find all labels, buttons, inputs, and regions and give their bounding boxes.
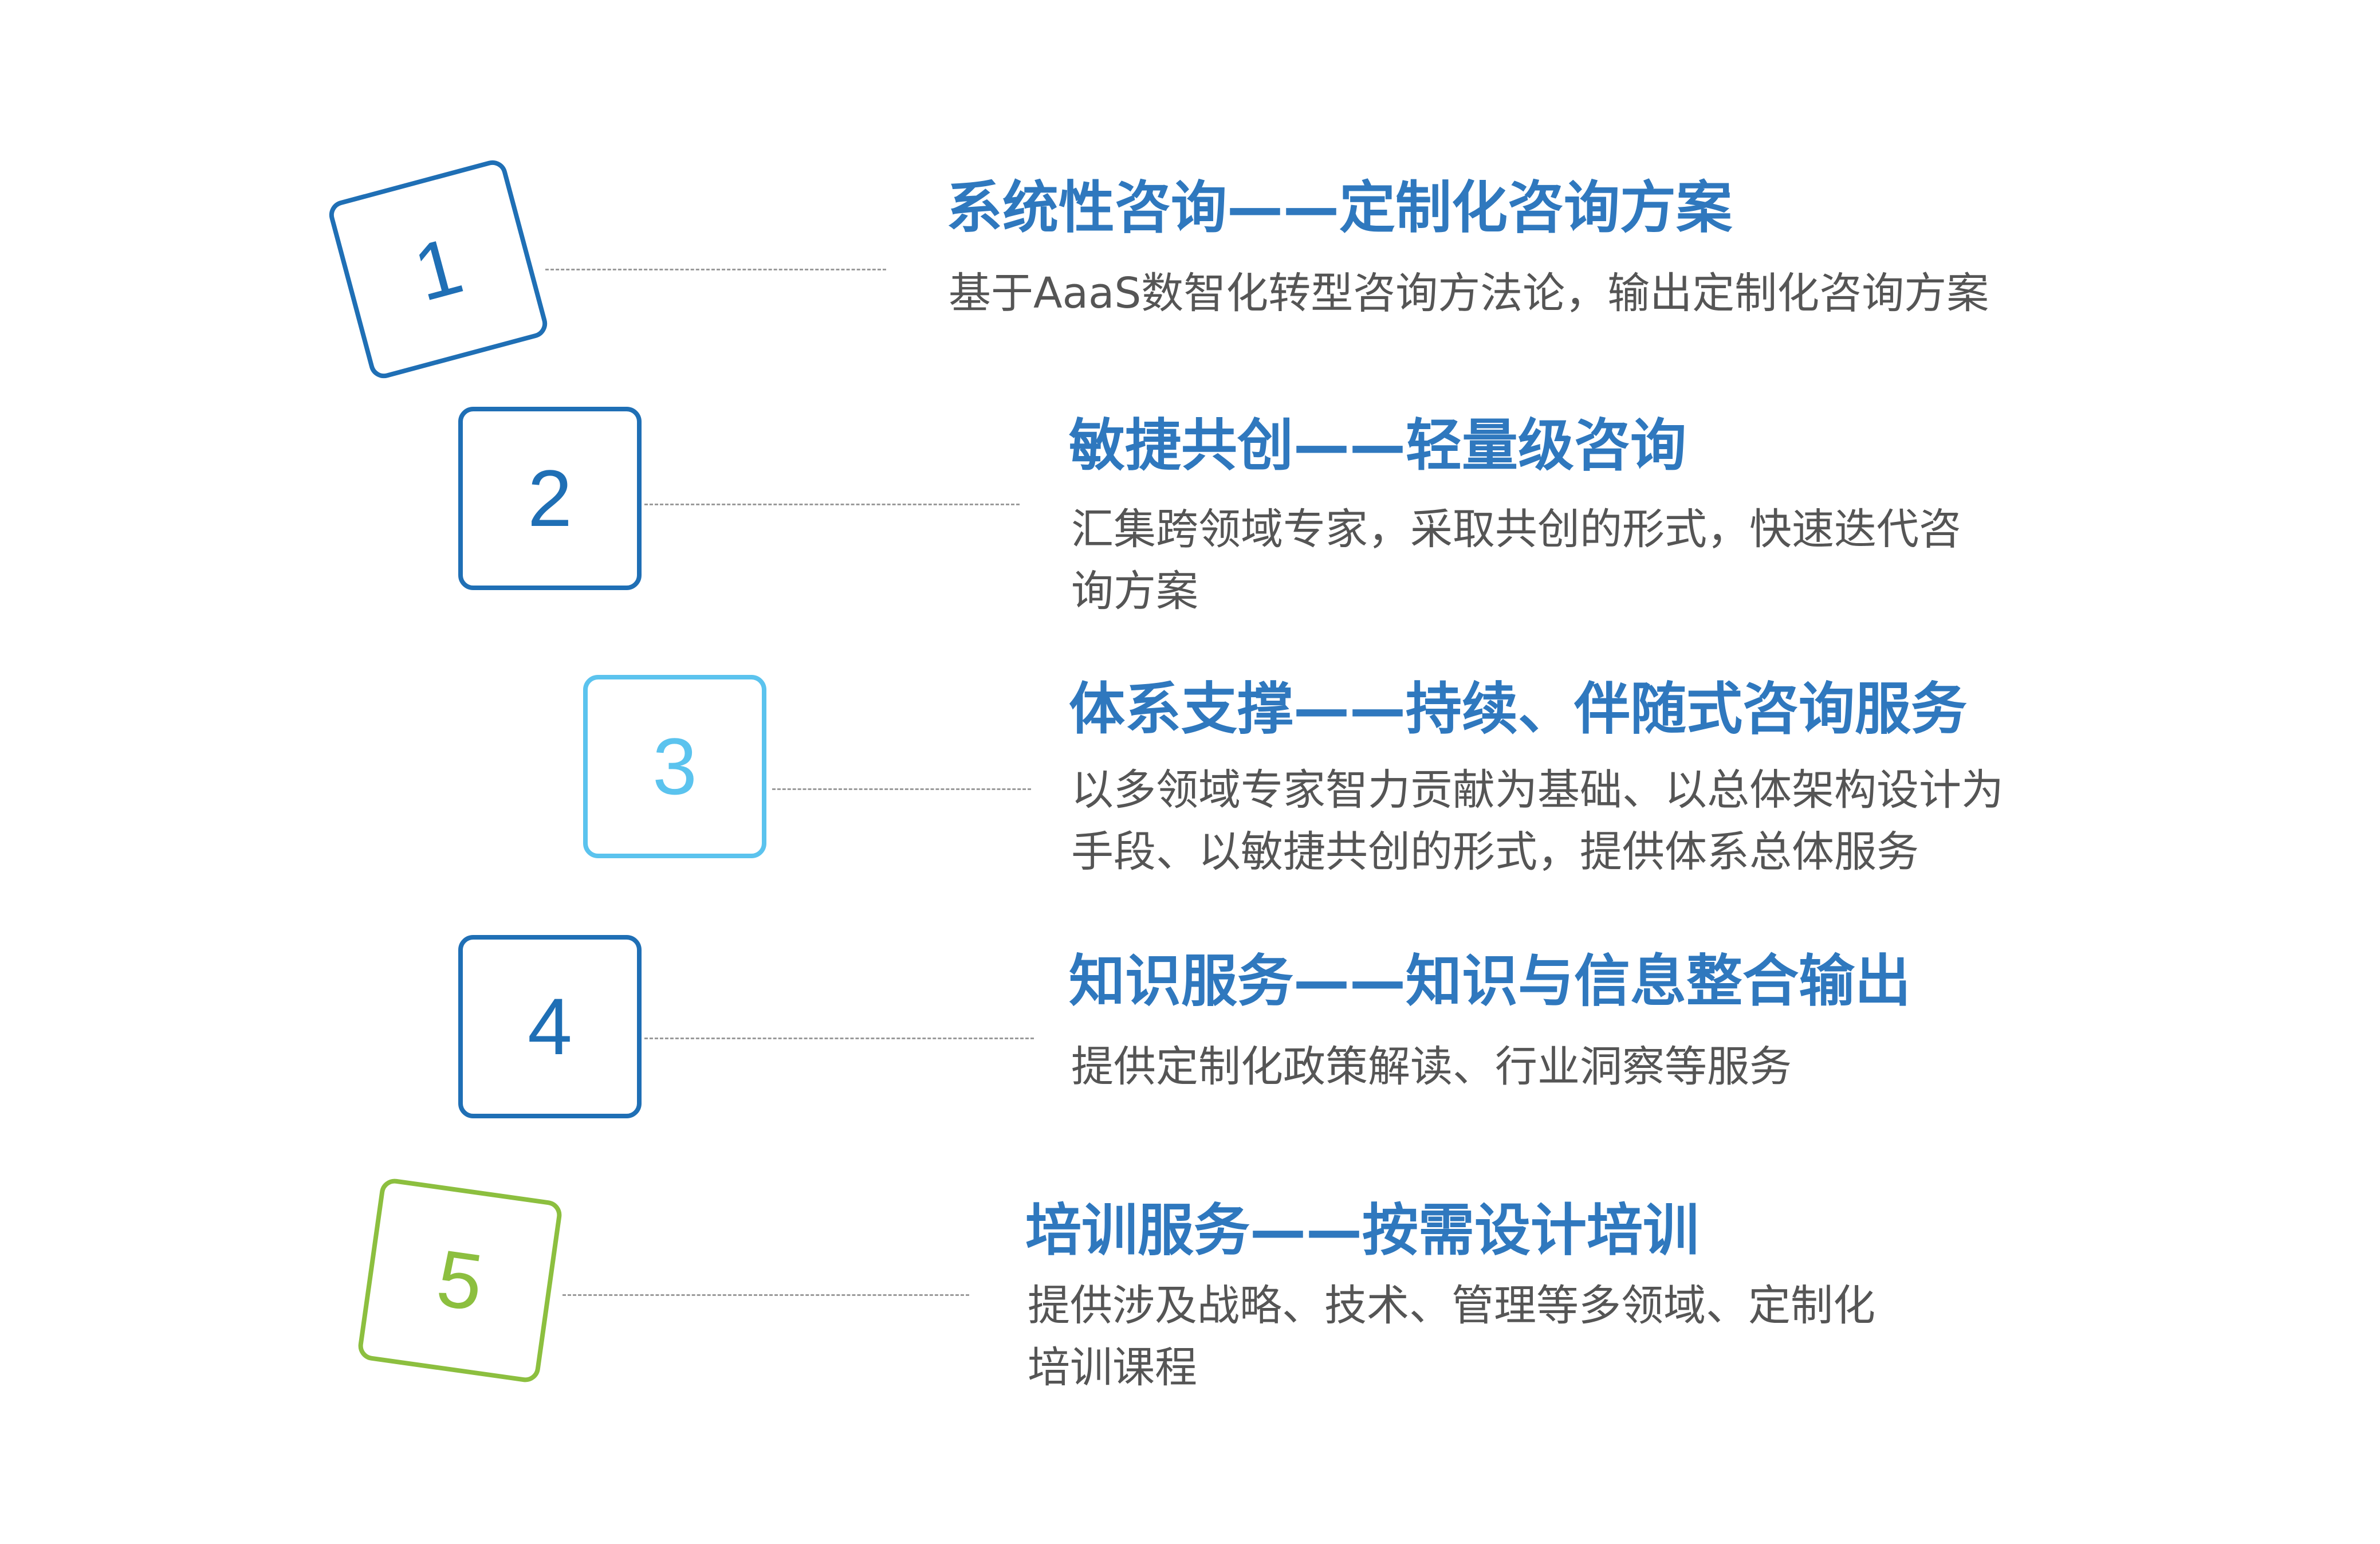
dashed-leader-line (644, 504, 1020, 505)
service-title: 知识服务——知识与信息整合输出 (1069, 949, 1911, 1014)
service-title: 敏捷共创——轻量级咨询 (1069, 413, 1687, 478)
number-badge: 1 (326, 157, 550, 382)
service-description: 提供涉及战略、技术、管理等多领域、定制化培训课程 (1028, 1281, 1875, 1392)
dashed-leader-line (772, 788, 1031, 790)
service-title: 体系支撑——持续、伴随式咨询服务 (1069, 677, 1968, 742)
dashed-leader-line (562, 1294, 969, 1296)
service-description: 以多领域专家智力贡献为基础、以总体架构设计为手段、以敏捷共创的形式，提供体系总体… (1071, 765, 2004, 877)
number-badge: 5 (356, 1177, 564, 1384)
service-title: 培训服务——按需设计培训 (1025, 1198, 1700, 1263)
service-title: 系统性咨询——定制化咨询方案 (946, 175, 1733, 241)
number-badge: 2 (458, 407, 642, 590)
service-description: 汇集跨领域专家，采取共创的形式，快速迭代咨询方案 (1071, 505, 1961, 616)
service-description: 基于AaaS数智化转型咨询方法论，输出定制化咨询方案 (949, 269, 1989, 318)
dashed-leader-line (545, 269, 886, 270)
service-description: 提供定制化政策解读、行业洞察等服务 (1071, 1042, 1792, 1091)
dashed-leader-line (644, 1038, 1034, 1039)
number-badge: 4 (458, 935, 642, 1118)
number-badge: 3 (583, 675, 766, 858)
